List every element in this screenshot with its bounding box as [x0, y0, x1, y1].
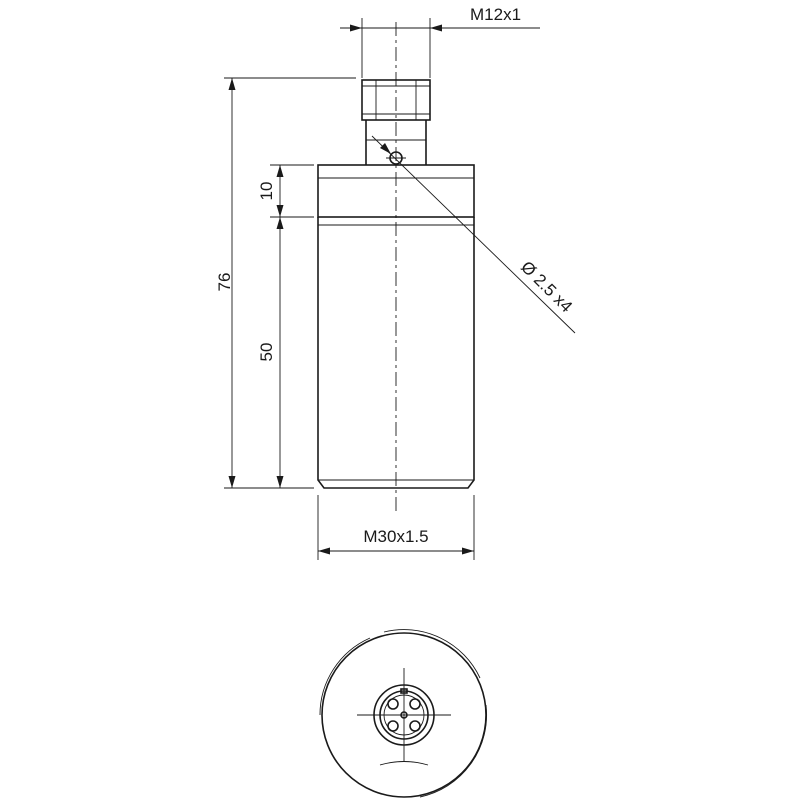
connector-pin-4: [409, 720, 421, 732]
connector-pin-1: [387, 698, 399, 710]
dim-overall-length-label: 76: [215, 273, 234, 292]
connector-outer-ring: [373, 684, 435, 746]
connector-pin-2: [409, 698, 421, 710]
end-view-mark: [379, 761, 429, 766]
sensor-side-view: [317, 22, 475, 512]
sensor-end-view: [319, 629, 487, 798]
dim-collar-height: 10: [257, 164, 314, 218]
dim-body-length: 50: [257, 217, 314, 489]
dim-body-length-label: 50: [257, 343, 276, 362]
dim-body-thread: M30x1.5: [317, 495, 475, 560]
connector-key: [400, 688, 408, 694]
connector-nut: [361, 79, 431, 121]
connector-pin-3: [387, 720, 399, 732]
end-view-outline: [321, 632, 487, 798]
sensor-collar: [317, 164, 475, 218]
dim-connector-thread-label: M12x1: [470, 5, 521, 24]
dim-collar-height-label: 10: [257, 182, 276, 201]
dim-hole-label: Ø 2.5 x4: [517, 257, 576, 316]
dim-overall-length: 76: [215, 77, 356, 489]
connector-pin-center: [400, 711, 408, 719]
connector-neck: [365, 120, 427, 165]
dim-body-thread-label: M30x1.5: [363, 527, 428, 546]
dim-connector-thread: M12x1: [340, 5, 540, 78]
sensor-body: [317, 217, 475, 489]
connector-inner-ring: [379, 690, 429, 740]
